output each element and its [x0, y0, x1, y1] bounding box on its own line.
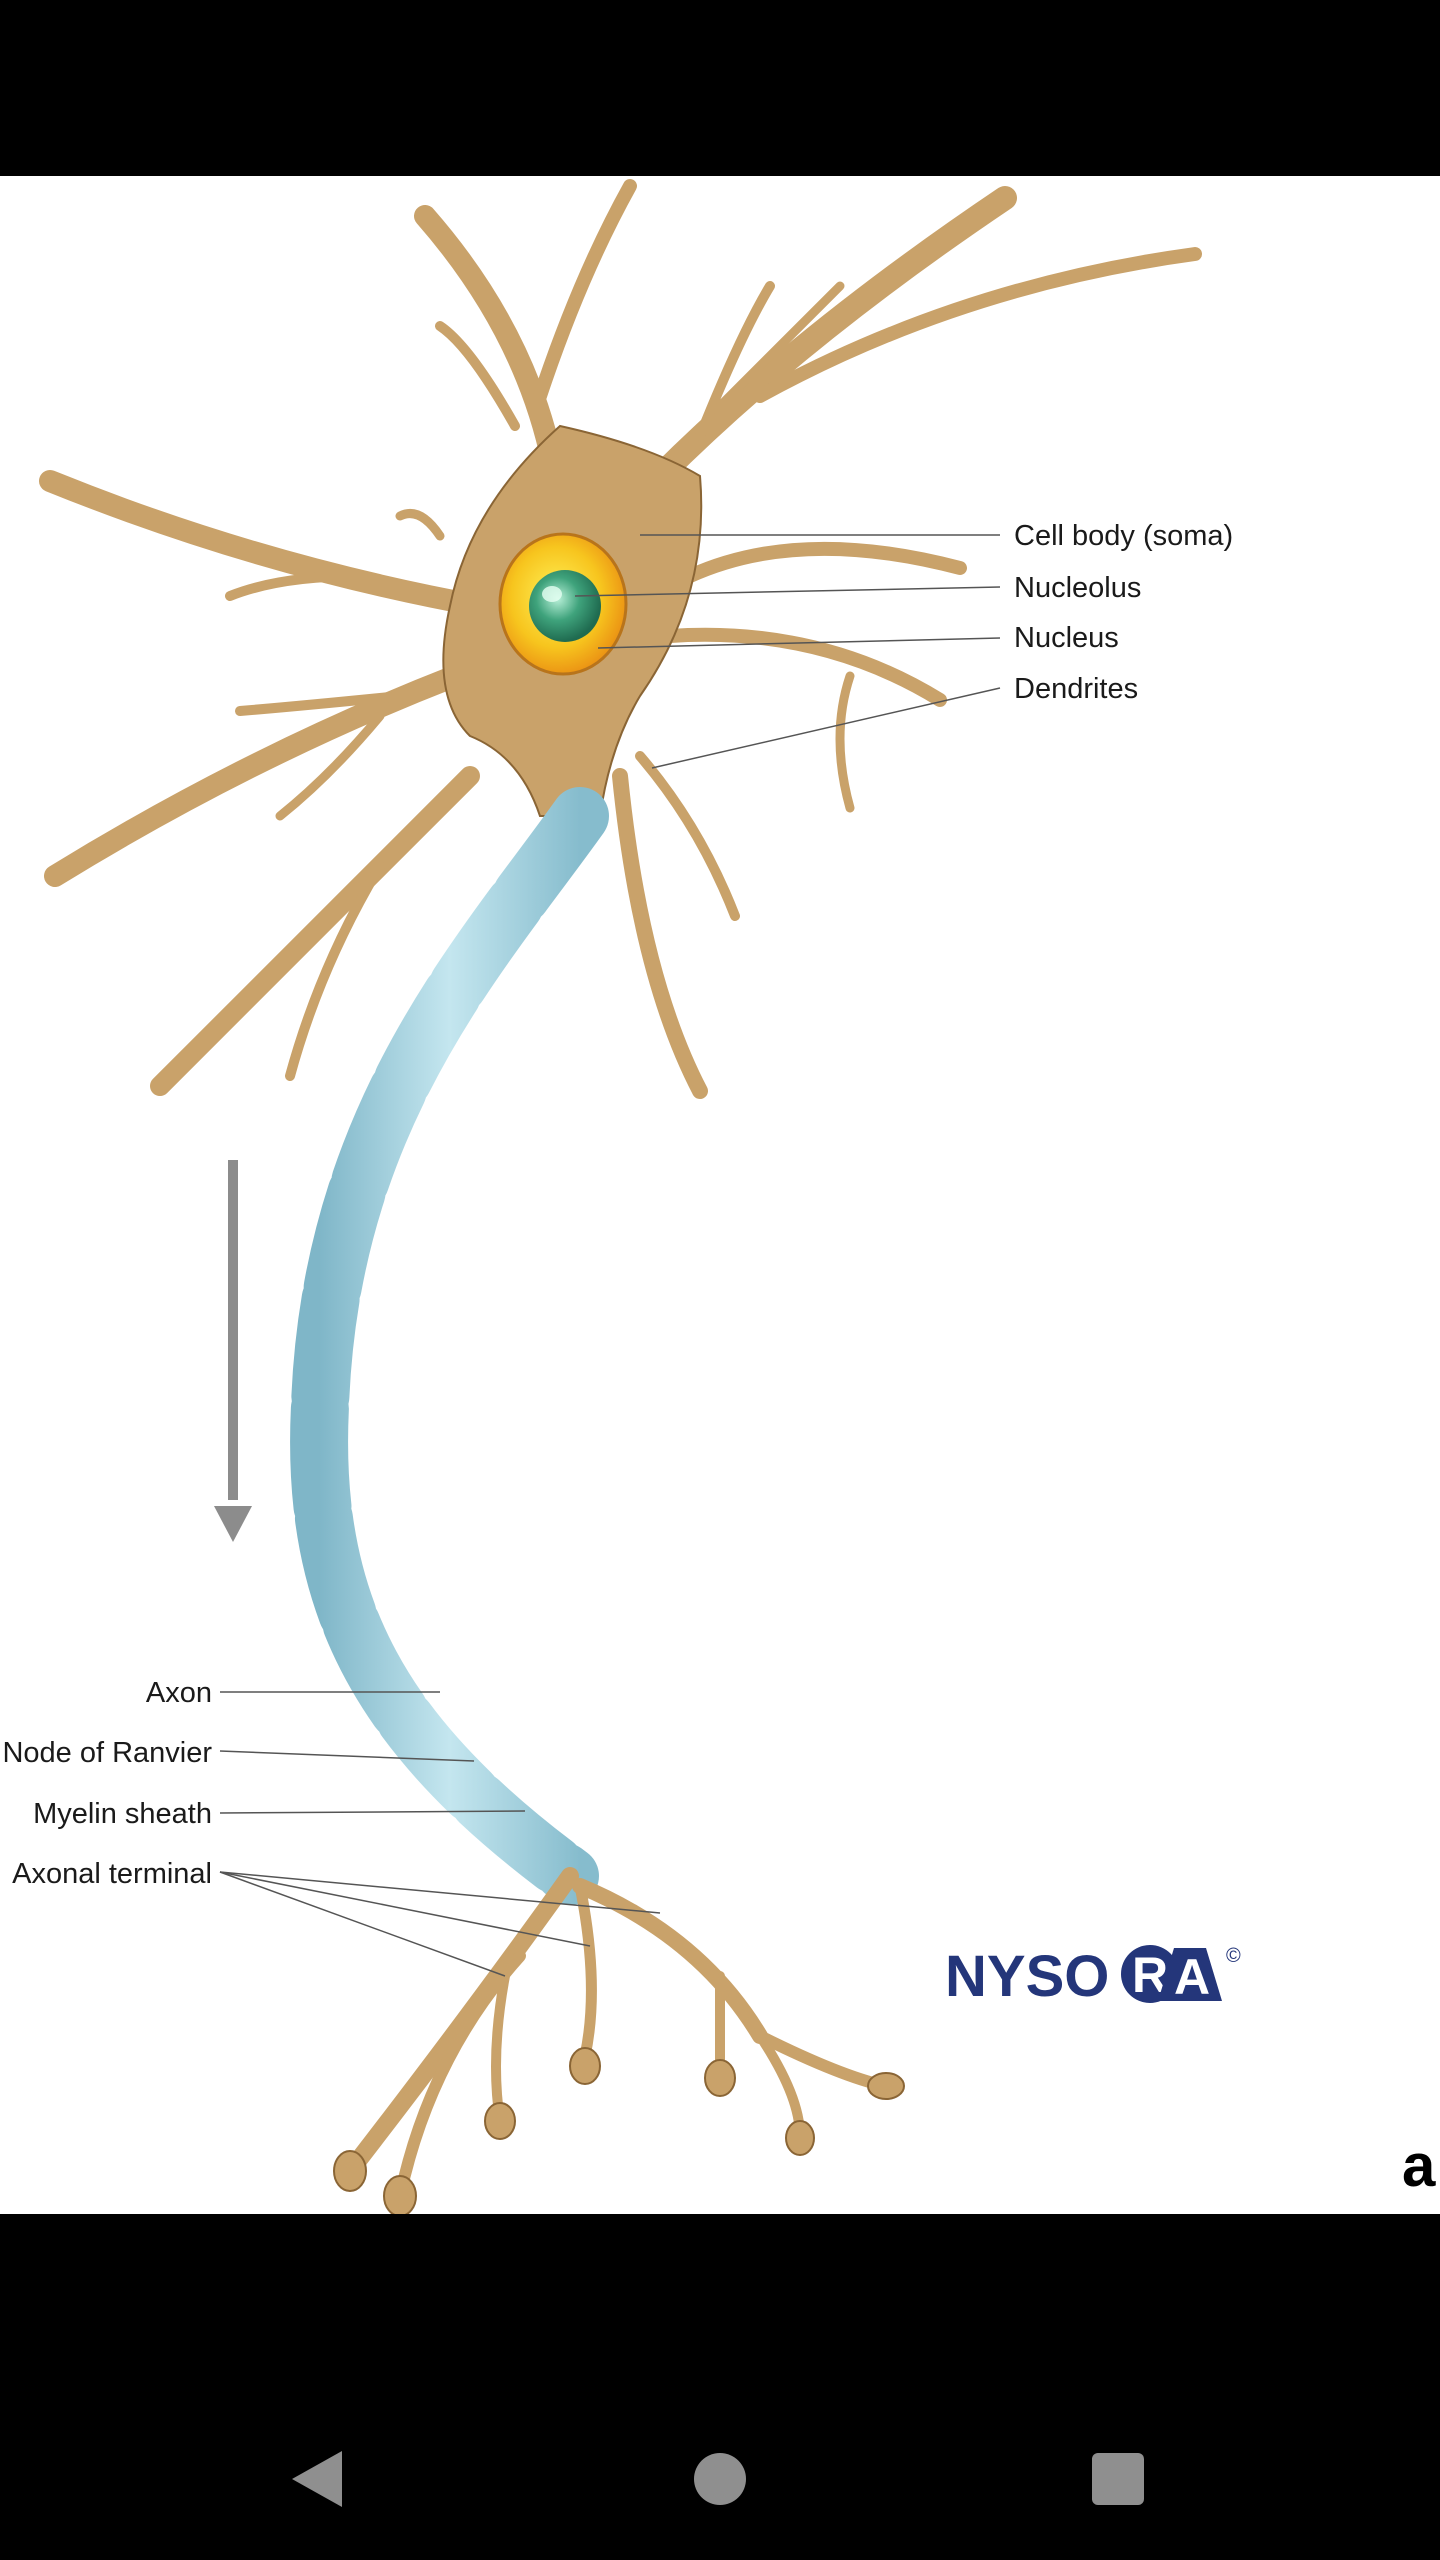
logo-copyright: © — [1226, 1945, 1241, 1967]
terminal-boutons — [333, 2047, 905, 2214]
panel-letter: a — [1402, 2132, 1436, 2199]
label-axon: Axon — [146, 1677, 212, 1709]
label-cell-body: Cell body (soma) — [1014, 520, 1233, 552]
neuron-diagram: Cell body (soma) Nucleolus Nucleus Dendr… — [2, 179, 1436, 2214]
label-axonal-terminal: Axonal terminal — [12, 1858, 212, 1890]
label-nucleus: Nucleus — [1014, 622, 1119, 654]
home-circle-icon — [694, 2453, 746, 2505]
signal-direction-arrow — [214, 1160, 252, 1542]
logo-badge-a: A — [1174, 1949, 1210, 2005]
label-nucleolus: Nucleolus — [1014, 572, 1141, 604]
myelin-sheath — [290, 787, 609, 1905]
nucleolus — [529, 570, 601, 642]
nysora-logo: NYSO R A © — [945, 1944, 1241, 2009]
axon — [290, 787, 609, 1905]
recents-square-icon — [1092, 2453, 1144, 2505]
label-myelin-sheath: Myelin sheath — [33, 1798, 212, 1830]
logo-text: NYSO — [945, 1944, 1109, 2009]
back-button[interactable] — [273, 2434, 363, 2524]
dendrites — [39, 179, 1202, 1099]
axonal-terminals — [341, 1867, 891, 2202]
leader-lines — [219, 534, 1001, 1977]
home-button[interactable] — [675, 2434, 765, 2524]
recents-button[interactable] — [1073, 2434, 1163, 2524]
image-viewer[interactable]: Cell body (soma) Nucleolus Nucleus Dendr… — [0, 176, 1440, 2214]
label-dendrites: Dendrites — [1014, 673, 1138, 705]
status-bar — [0, 0, 1440, 176]
label-node-of-ranvier: Node of Ranvier — [2, 1737, 212, 1769]
back-triangle-icon — [292, 2451, 342, 2507]
